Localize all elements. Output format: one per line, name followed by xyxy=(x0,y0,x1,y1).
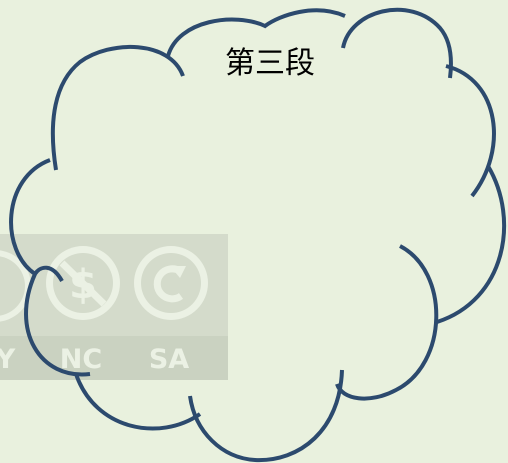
cloud-lobe xyxy=(50,44,185,171)
cloud-lobe xyxy=(166,8,346,57)
cloud-lobe xyxy=(24,265,91,377)
badge-label-nc: NC xyxy=(60,344,102,375)
cloud-shape xyxy=(9,7,507,463)
cloud-lobe xyxy=(188,369,344,463)
share-alike-icon xyxy=(134,246,208,320)
badge-label-by: BY xyxy=(0,344,16,375)
cloud-lobe xyxy=(445,64,496,198)
no-dollar-icon: $ xyxy=(46,246,120,320)
cloud-lobe xyxy=(436,164,507,324)
cloud-title: 第三段 xyxy=(225,46,315,81)
cloud-lobe xyxy=(9,158,51,276)
person-icon xyxy=(0,250,31,322)
cloud-lobe xyxy=(335,244,439,401)
cloud-lobe xyxy=(74,373,202,431)
license-badge: $ BY NC SA xyxy=(0,234,228,380)
badge-label-sa: SA xyxy=(149,344,189,375)
cloud-lobe xyxy=(341,7,453,79)
badge-label-strip xyxy=(0,336,228,380)
